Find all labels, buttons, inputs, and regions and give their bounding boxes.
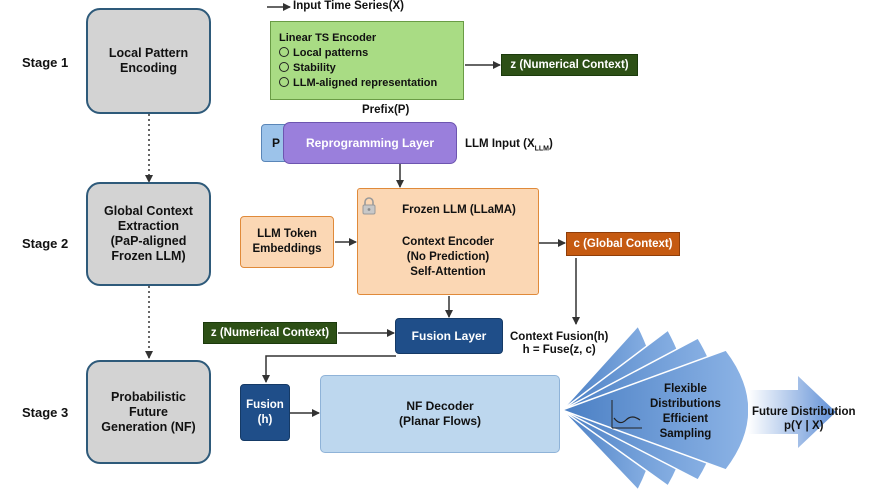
frozen-llm-line: Self-Attention <box>410 266 486 278</box>
context-fusion-label: Context Fusion(h) h = Fuse(z, c) <box>510 331 608 357</box>
stage-3-line: Future <box>129 404 168 419</box>
reprogramming-layer: Reprogramming Layer <box>283 122 457 164</box>
future-line: Future Distribution <box>752 406 856 418</box>
fusion-h-line: Fusion <box>246 398 284 411</box>
encoder-bullet: LLM-aligned representation <box>279 76 437 91</box>
token-line: LLM Token <box>257 228 317 240</box>
z-numerical-context-bottom: z (Numerical Context) <box>203 322 337 344</box>
llm-input-label: LLM Input (XLLM) <box>465 138 553 153</box>
future-line: p(Y | X) <box>784 420 824 432</box>
frozen-llm-line: (No Prediction) <box>406 251 490 263</box>
stage-1-line: Local Pattern <box>108 46 189 60</box>
context-fusion-line: Context Fusion(h) <box>510 331 609 343</box>
linear-ts-encoder: Linear TS Encoder Local patterns Stabili… <box>270 21 464 100</box>
fan-line: Efficient <box>662 413 709 425</box>
fan-line: Sampling <box>659 428 712 440</box>
stage-3-box: Probabilistic Future Generation (NF) <box>86 360 211 464</box>
stage-3-line: Probabilistic <box>110 389 187 404</box>
z-numerical-context-top: z (Numerical Context) <box>501 54 638 76</box>
frozen-llm-box: Frozen LLM (LLaMA) Context Encoder (No P… <box>357 188 539 295</box>
stage-2-line: Global Context <box>104 204 193 218</box>
fusion-h-box: Fusion (h) <box>240 384 290 441</box>
stage-1-label: Stage 1 <box>22 55 69 70</box>
llm-token-embeddings: LLM Token Embeddings <box>240 216 334 268</box>
stage-1-line: Encoding <box>120 61 177 75</box>
distribution-fan <box>559 324 750 492</box>
token-line: Embeddings <box>252 243 322 255</box>
fusion-h-line: (h) <box>257 413 273 426</box>
stage-2-box: Global Context Extraction (PaP-aligned F… <box>86 182 211 286</box>
stage-2-label: Stage 2 <box>22 236 69 251</box>
input-series-legend: Input Time Series(X) <box>293 0 404 12</box>
encoder-bullet: Local patterns <box>279 46 368 61</box>
stage-3-label: Stage 3 <box>22 405 69 420</box>
future-distribution-label: Future Distribution p(Y | X) <box>752 405 856 433</box>
fan-label: Flexible Distributions Efficient Samplin… <box>650 382 721 442</box>
encoder-title: Linear TS Encoder <box>279 31 377 44</box>
nf-decoder-line: (Planar Flows) <box>398 414 481 428</box>
stage-2-line: Frozen LLM) <box>111 249 186 263</box>
future-arrow <box>748 376 836 448</box>
density-curve-icon <box>611 400 642 429</box>
context-fusion-line: h = Fuse(z, c) <box>522 344 596 356</box>
lock-icon <box>362 197 376 215</box>
stage-1-box: Local Pattern Encoding <box>86 8 211 114</box>
c-global-context: c (Global Context) <box>566 232 680 256</box>
stage-2-line: Extraction <box>117 219 180 233</box>
frozen-llm-line: Context Encoder <box>401 236 494 248</box>
fan-line: Distributions <box>650 398 721 410</box>
nf-decoder: NF Decoder (Planar Flows) <box>320 375 560 453</box>
fusion-layer: Fusion Layer <box>395 318 503 354</box>
arrow-fusion-to-h <box>262 355 396 383</box>
frozen-llm-title: Frozen LLM (LLaMA) <box>402 204 516 216</box>
encoder-bullet: Stability <box>279 61 336 76</box>
nf-decoder-line: NF Decoder <box>406 399 474 413</box>
fan-line: Flexible <box>664 383 707 395</box>
stage-2-line: (PaP-aligned <box>110 234 187 248</box>
prefix-label: Prefix(P) <box>362 104 410 116</box>
stage-3-line: Generation (NF) <box>101 419 196 434</box>
